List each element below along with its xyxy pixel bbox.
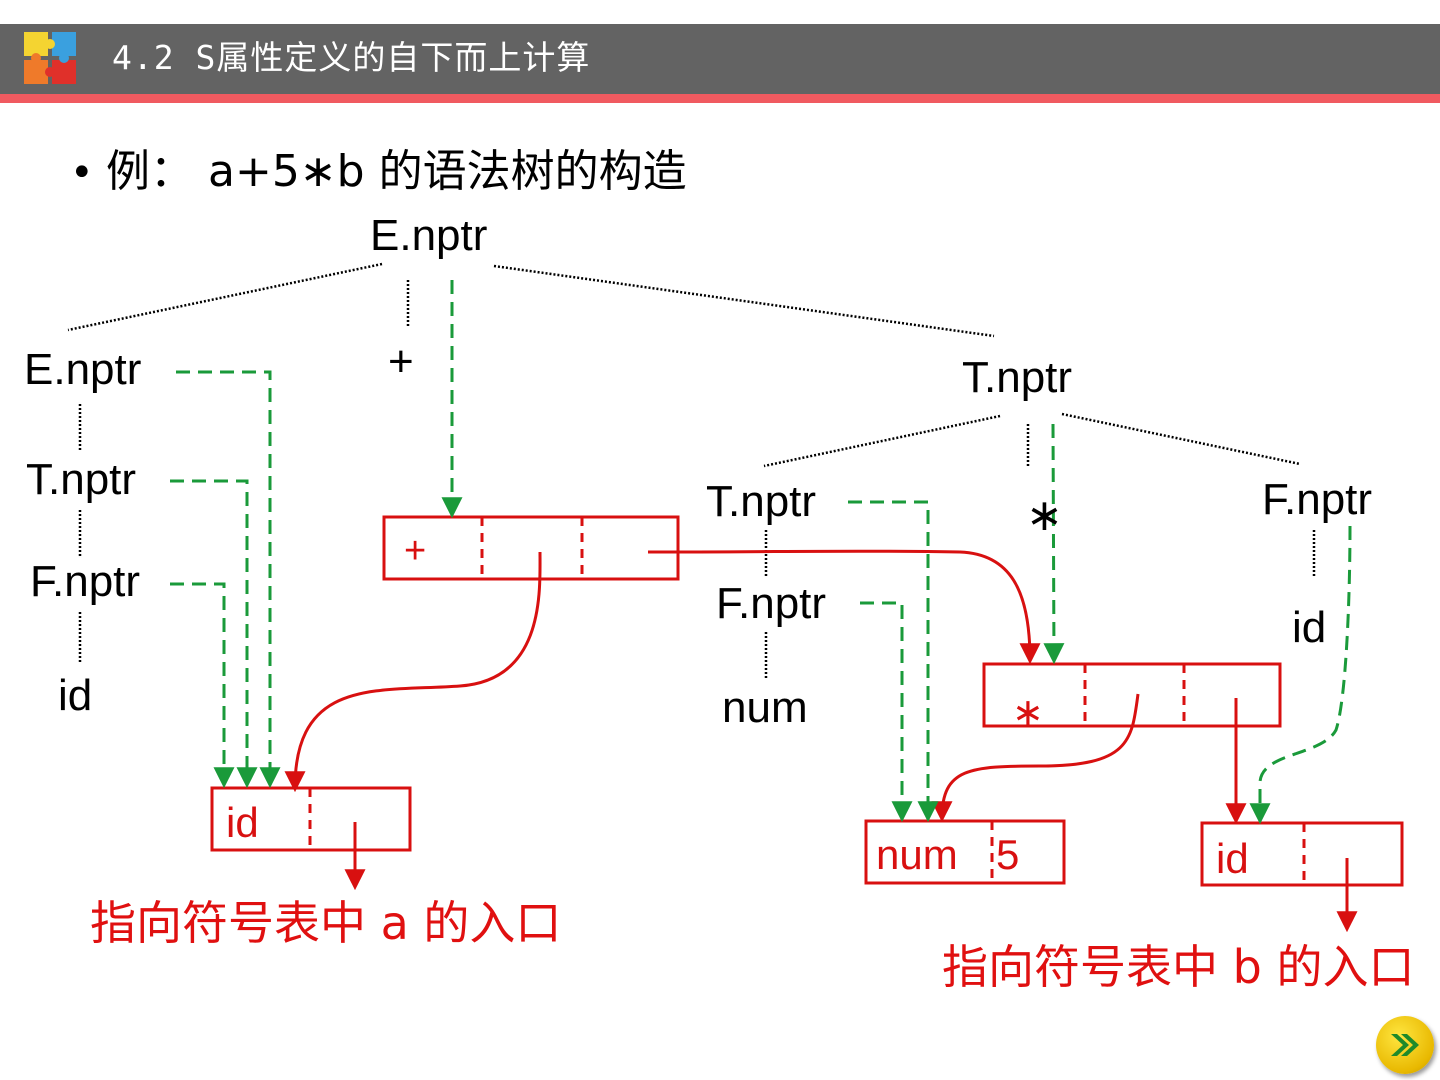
- inner-f-nptr: F.nptr: [716, 579, 827, 628]
- num-leaf-box: [864, 819, 1066, 885]
- plus-node-box: [382, 515, 680, 581]
- id-a-label: id: [226, 799, 259, 846]
- box-dividers: [308, 517, 1306, 885]
- plus-symbol: +: [388, 337, 414, 386]
- tree-edges: [67, 262, 1316, 680]
- plus-box-operator: +: [404, 530, 427, 572]
- right-f-nptr: F.nptr: [1262, 475, 1373, 524]
- next-slide-button[interactable]: [1376, 1016, 1434, 1074]
- star-symbol: ∗: [1026, 491, 1063, 540]
- example-line: • 例： a+5∗b 的语法树的构造: [70, 142, 687, 202]
- left-e-nptr: E.nptr: [24, 345, 142, 394]
- num-terminal: num: [722, 683, 808, 732]
- right-t-nptr: T.nptr: [962, 353, 1073, 402]
- header-bar: [0, 24, 1440, 94]
- inner-t-nptr: T.nptr: [706, 477, 817, 526]
- slide-title: 4.2 S属性定义的自下而上计算: [112, 38, 591, 77]
- id-b-label: id: [1216, 835, 1249, 882]
- num-box-label: num: [876, 831, 958, 878]
- left-t-nptr: T.nptr: [26, 455, 137, 504]
- right-id: id: [1292, 603, 1327, 652]
- root-e-nptr: E.nptr: [370, 211, 488, 260]
- next-arrow-icon: [1391, 1034, 1419, 1056]
- id-b-leaf-box: [1200, 821, 1404, 887]
- example-text: 例： a+5∗b 的语法树的构造: [106, 146, 687, 197]
- num-box-value: 5: [996, 831, 1020, 878]
- attribute-flows: [170, 280, 1352, 825]
- puzzle-logo-icon: [24, 32, 76, 84]
- header-accent-line: [0, 94, 1440, 103]
- pointer-arrows: [284, 549, 1358, 933]
- left-f-nptr: F.nptr: [30, 557, 141, 606]
- left-id: id: [58, 671, 93, 720]
- entry-b-annotation: 指向符号表中 b 的入口: [942, 940, 1415, 994]
- star-box-operator: ∗: [1012, 692, 1044, 734]
- bullet-dot: •: [70, 150, 94, 196]
- entry-a-annotation: 指向符号表中 a 的入口: [90, 896, 562, 950]
